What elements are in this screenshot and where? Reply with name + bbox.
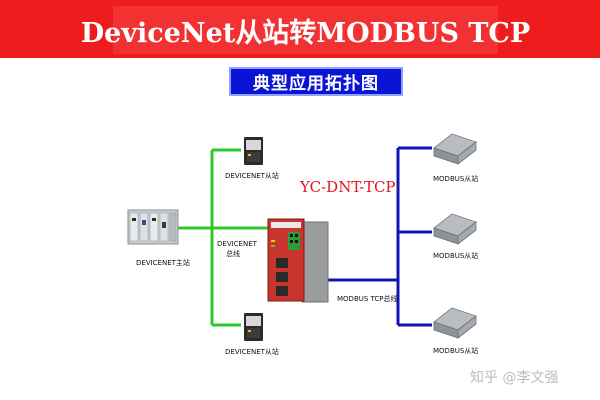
page-title: DeviceNet从站转MODBUS TCP bbox=[80, 17, 531, 49]
title-box: DeviceNet从站转MODBUS TCP bbox=[81, 6, 530, 54]
devicenet-slave-top-label: DEVICENET从站 bbox=[225, 172, 279, 180]
devicenet-bus-label-line2: 总线 bbox=[226, 250, 240, 258]
diagram-subtitle: 典型应用拓扑图 bbox=[253, 74, 379, 94]
devicenet-slave-bottom-device bbox=[244, 313, 263, 341]
modbus-bus bbox=[326, 146, 432, 327]
modbus-slave-2-label: MODBUS从站 bbox=[433, 252, 479, 260]
modbus-bus-label: MODBUS TCP总线 bbox=[337, 295, 398, 303]
modbus-slave-3-label: MODBUS从站 bbox=[433, 347, 479, 355]
devicenet-slave-bottom-label: DEVICENET从站 bbox=[225, 348, 279, 356]
title-banner: DeviceNet从站转MODBUS TCP bbox=[0, 0, 600, 58]
gateway-model-label: YC-DNT-TCP bbox=[300, 178, 396, 196]
devicenet-bus bbox=[176, 148, 268, 327]
modbus-slave-3-device bbox=[433, 307, 477, 339]
modbus-slave-2-device bbox=[433, 213, 477, 245]
plc-master-device bbox=[127, 209, 179, 245]
devicenet-bus-label-line1: DEVICENET bbox=[217, 240, 257, 248]
devicenet-master-label: DEVICENET主站 bbox=[136, 259, 190, 267]
devicenet-slave-top-device bbox=[244, 137, 263, 165]
modbus-slave-1-device bbox=[433, 133, 477, 165]
watermark: 知乎 @李文强 bbox=[470, 370, 559, 386]
subtitle-box: 典型应用拓扑图 bbox=[229, 67, 403, 96]
gateway-device bbox=[267, 218, 329, 303]
modbus-slave-1-label: MODBUS从站 bbox=[433, 175, 479, 183]
